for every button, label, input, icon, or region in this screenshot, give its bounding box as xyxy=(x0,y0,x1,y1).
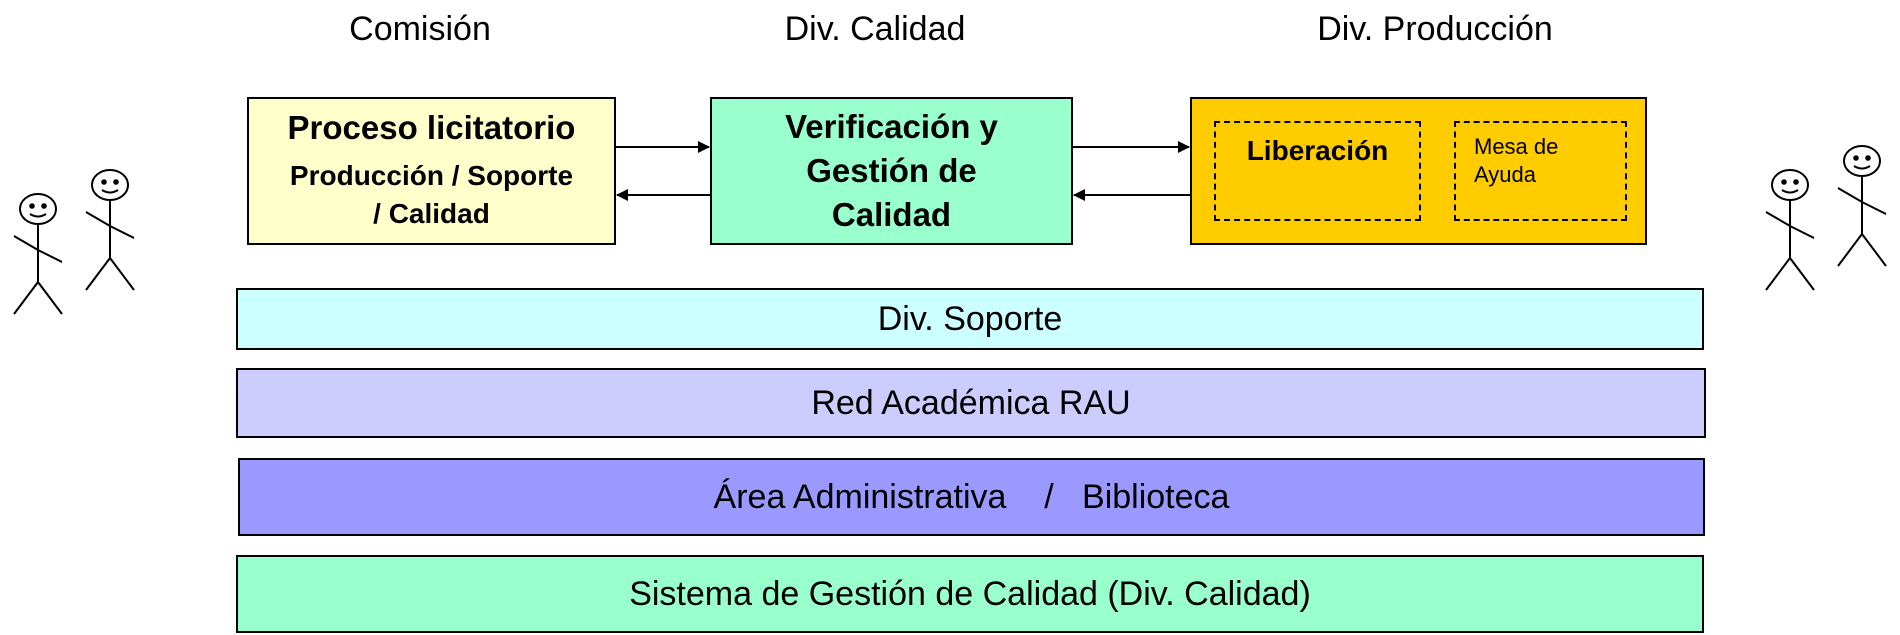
proceso-subtitle-line2: / Calidad xyxy=(373,198,490,229)
band-sistema-gestion: Sistema de Gestión de Calidad (Div. Cali… xyxy=(236,555,1704,633)
band-area-administrativa: Área Administrativa / Biblioteca xyxy=(238,458,1705,536)
verificacion-line2: Gestión de xyxy=(806,152,977,189)
produccion-box: Liberación Mesa de Ayuda xyxy=(1190,97,1647,245)
stick-figure-icon xyxy=(13,193,63,315)
header-comision: Comisión xyxy=(349,10,491,48)
proceso-licitatorio-box: Proceso licitatorio Producción / Soporte… xyxy=(247,97,616,245)
stick-figure-icon xyxy=(85,169,135,291)
verificacion-line3: Calidad xyxy=(831,196,952,233)
header-div-calidad: Div. Calidad xyxy=(784,10,966,48)
verificacion-box: Verificación y Gestión de Calidad xyxy=(710,97,1073,245)
verificacion-line1: Verificación y xyxy=(785,108,998,145)
liberacion-label: Liberación xyxy=(1246,135,1389,166)
proceso-subtitle-line1: Producción / Soporte xyxy=(289,160,574,191)
mesa-de-ayuda-box: Mesa de Ayuda xyxy=(1454,121,1627,221)
stick-figure-icon xyxy=(1765,169,1815,291)
header-div-produccion: Div. Producción xyxy=(1317,10,1553,48)
stick-figure-icon xyxy=(1837,145,1887,267)
liberacion-box: Liberación xyxy=(1214,121,1421,221)
mesa-line2: Ayuda xyxy=(1474,162,1536,187)
band-div-soporte: Div. Soporte xyxy=(236,288,1704,350)
mesa-line1: Mesa de xyxy=(1474,134,1559,159)
band-red-academica: Red Académica RAU xyxy=(236,368,1706,438)
proceso-title: Proceso licitatorio xyxy=(287,109,576,146)
